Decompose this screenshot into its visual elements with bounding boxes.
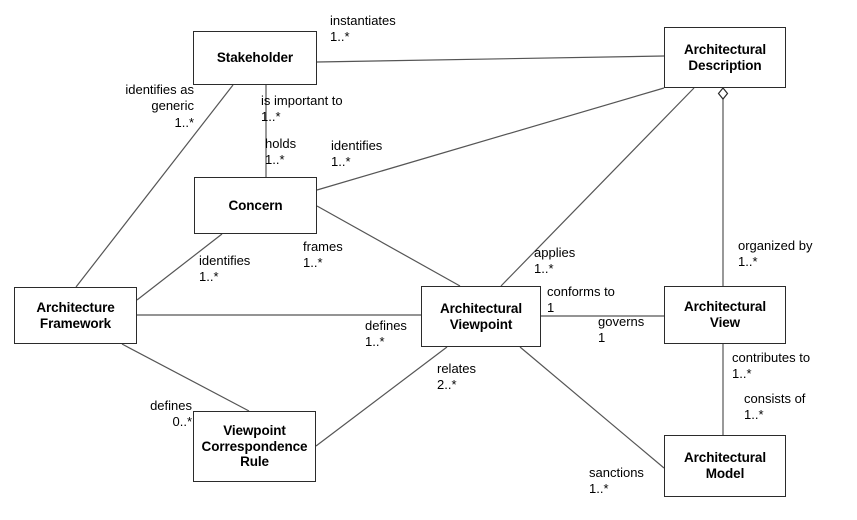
edge-label-defines-rule: defines 0..*	[150, 398, 192, 430]
edge-label-relates: relates 2..*	[437, 361, 477, 393]
edge-defines-rule	[121, 343, 250, 412]
edge-label-defines-viewpoint: defines 1..*	[365, 318, 407, 350]
edge-label-organized-by: organized by 1..*	[738, 238, 813, 270]
edge-label-identifies-concern-af: identifies 1..*	[199, 253, 251, 285]
node-label: Architectural Description	[684, 41, 766, 73]
edge-label-frames: frames 1..*	[303, 239, 343, 271]
edge-sanctions	[519, 346, 665, 469]
node-viewpoint-correspondence-rule[interactable]: Viewpoint Correspondence Rule	[193, 411, 316, 482]
edge-label-is-important-to: is important to 1..*	[261, 93, 343, 125]
node-concern[interactable]: Concern	[194, 177, 317, 234]
node-label: Architectural Model	[684, 450, 766, 481]
edge-label-contributes-to: contributes to 1..*	[732, 350, 811, 382]
node-label: Architectural View	[684, 299, 766, 330]
edge-frames	[316, 205, 461, 287]
node-architectural-viewpoint[interactable]: Architectural Viewpoint	[421, 286, 541, 347]
edge-label-identifies-concern-ad: identifies 1..*	[331, 138, 383, 170]
edge-label-governs: governs 1	[598, 314, 645, 346]
edge-label-instantiates: instantiates 1..*	[330, 13, 396, 45]
aggregation-diamond-icon	[717, 87, 729, 100]
edge-identifies-as-generic	[75, 84, 234, 288]
node-label: Stakeholder	[216, 50, 294, 66]
edge-identifies-concern-af	[136, 233, 223, 301]
edge-label-identifies-as-generic: identifies as generic 1..*	[125, 82, 194, 130]
edge-applies	[500, 87, 695, 287]
node-stakeholder[interactable]: Stakeholder	[193, 31, 317, 85]
edge-label-sanctions: sanctions 1..*	[589, 465, 644, 497]
node-architectural-description[interactable]: Architectural Description	[664, 27, 786, 88]
node-label: Concern	[228, 197, 283, 213]
edge-instantiates	[316, 55, 665, 63]
edge-label-consists-of: consists of 1..*	[744, 391, 806, 423]
node-architectural-view[interactable]: Architectural View	[664, 286, 786, 344]
edge-identifies-concern-ad	[316, 87, 665, 191]
node-architecture-framework[interactable]: Architecture Framework	[14, 287, 137, 344]
node-label: Architecture Framework	[36, 299, 115, 331]
node-architectural-model[interactable]: Architectural Model	[664, 435, 786, 497]
node-label: Viewpoint Correspondence Rule	[201, 422, 308, 470]
edge-label-applies: applies 1..*	[534, 245, 576, 277]
edge-label-conforms-to: conforms to 1	[547, 284, 615, 316]
edge-label-holds: holds 1..*	[265, 136, 297, 168]
edge-relates	[315, 346, 448, 447]
node-label: Architectural Viewpoint	[440, 300, 522, 332]
